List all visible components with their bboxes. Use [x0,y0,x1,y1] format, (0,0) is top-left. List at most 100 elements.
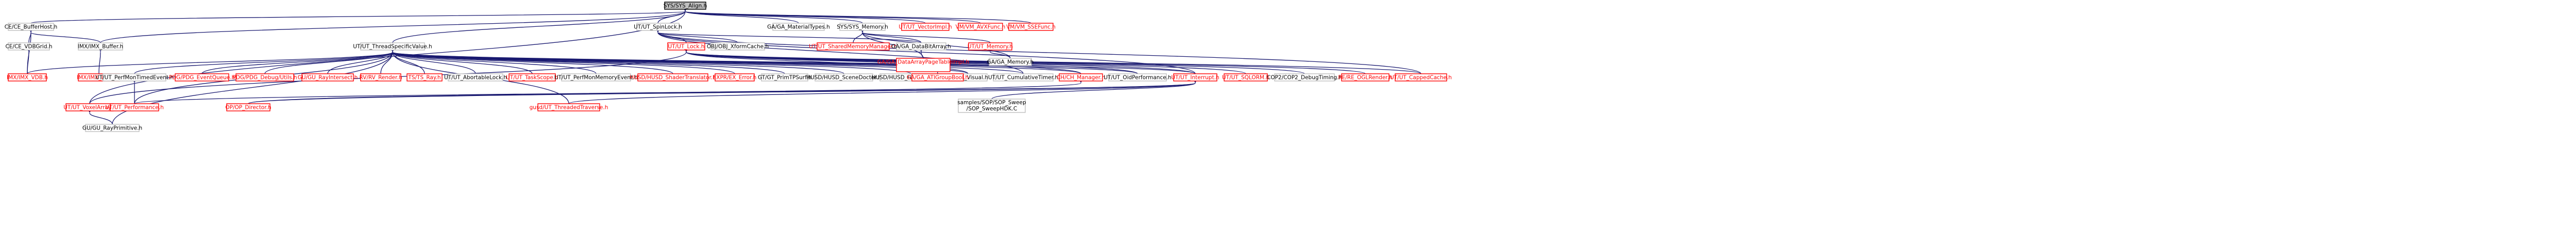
node-label: GA/GA_DataBitArray.h [891,44,951,50]
node-label: IMX/IMX_VDB.h [7,75,48,81]
node-ga-ga-materialtypes-h[interactable]: GA/GA_MaterialTypes.h [767,23,830,31]
node-label: UT/UT_OidPerformance.h [1104,75,1171,81]
node-label: UT/UT_SpinLock.h [634,24,682,30]
edge-n9-n31 [853,28,865,43]
node-ga-ga-memory-h[interactable]: GA/GA_Memory.h [987,58,1034,66]
edge-n0-n8 [683,7,799,24]
node-ut-ut-taskscope-h[interactable]: UT/UT_TaskScope.h [506,73,558,82]
node-box [968,42,1012,51]
node-vm-vm-ssefunc-h[interactable]: VM/VM_SSEFunc.h [1006,23,1056,31]
node-ut-ut-perfmontimedevent-h[interactable]: UT/UT_PerfMonTimedEvent.h [95,73,174,82]
node-box [1274,73,1335,82]
node-label: UT/UT_AbortableLock.h [444,75,507,81]
node-ut-ut-cappedcache-h[interactable]: UT/UT_CappedCache.h [1390,73,1452,82]
node-box [715,73,755,82]
node-cop2-cop2-debugtiming-h[interactable]: COP2/COP2_DebugTiming.h [1267,73,1342,82]
node-obj-obj-xformcache-h[interactable]: OBJ/OBJ_XformCache.h [707,42,769,51]
node-ut-ut-sqlorm-h[interactable]: UT/UT_SQLORM.h [1222,73,1269,82]
edge-n6-n22 [391,48,673,74]
node-label: UT/UT_CappedCache.h [1390,75,1452,81]
node-ga-ga-databitarray-h[interactable]: GA/GA_DataBitArray.h [891,42,951,51]
node-vm-vm-avxfunc-h[interactable]: VM/VM_AVXFunc.h [956,23,1006,31]
node-ga-ga-dataarraypagetableimpl-h[interactable]: GA/GA_DataArrayPageTableImpl.h [877,58,969,72]
node-box [667,42,705,51]
node-box [911,73,964,82]
node-pdg-pdg-debug-utils-h[interactable]: PDG/PDG_Debug/Utils.h [232,73,297,82]
node-ut-ut-performance-h[interactable]: UT/UT_Performance.h [105,103,164,111]
node-ce-ce-vdbgrid-h[interactable]: CE/CE_VDBGrid.h [5,42,53,51]
node-imx-imx-buffer-h[interactable]: IMX/IMX_Buffer.h [78,42,123,51]
node-label: GA/GA_ATIGroupBool.h [907,75,969,81]
node-box [537,103,600,111]
node-label: TS/TS_Ray.h [408,75,440,81]
node-sys-sys-align-h[interactable]: SYS/SYS_Align.h [664,2,707,10]
node-box [815,73,873,82]
node-box [958,23,1003,31]
node-ut-ut-memory-h[interactable]: UT/UT_Memory.h [968,42,1013,51]
node-ut-ut-oidperformance-h[interactable]: UT/UT_OidPerformance.h [1104,73,1172,82]
node-label: EXPR/EX_Error.h [713,75,757,81]
node-sys-sys-memory-h[interactable]: SYS/SYS_Memory.h [837,23,888,31]
edge-n6-n13 [134,48,395,74]
node-re-re-oglrender-h[interactable]: RE/RE_OGLRender.h [1338,73,1393,82]
node-box [406,73,443,82]
node-label: UT/UT_Interrupt.h [1171,75,1219,81]
node-ut-ut-abortablelock-h[interactable]: UT/UT_AbortableLock.h [444,73,507,82]
node-ut-ut-perfmonmemoryevent-h[interactable]: UT/UT_PerfMonMemoryEvent.h [554,73,638,82]
node-label: HUSD/HUSD_SceneDoctor.h [806,75,882,81]
node-box [561,73,631,82]
edge-n9-n33 [860,28,924,59]
node-box [637,73,708,82]
edge-n30-n43 [684,48,1421,74]
node-ce-ce-bufferhost-h[interactable]: CE/CE_BufferHost.h [5,23,58,31]
node-box [664,2,706,10]
node-label: RV/RV_Render.h [359,75,402,81]
node-imx-imx-vdb-h[interactable]: IMX/IMX_VDB.h [7,73,48,82]
node-box [636,23,680,31]
node-box [817,42,890,51]
node-gusd-ut-threadedtraverse-h[interactable]: gusd/UT_ThreadedTraverse.h [530,103,608,111]
node-ut-ut-threadspecificvalue-h[interactable]: UT/UT_ThreadSpecificValue.h [353,42,432,51]
node-box [1173,73,1217,82]
edge-n7-n29 [656,28,738,43]
node-gu-gu-rayprimitive-h[interactable]: GU/GU_RayPrimitive.h [82,124,142,132]
node-label: GT/GT_PrimTPSurf.h [758,75,811,81]
node-box [993,73,1054,82]
node-label: UT/UT_CumulativeTimer.h [988,75,1058,81]
node-ut-ut-sharedmemorymanager-h[interactable]: UT/UT_SharedMemoryManager.h [809,42,897,51]
node-ut-ut-vectorimpl-h[interactable]: UT/UT_VectorImpl.h [899,23,952,31]
node-ut-ut-spinlock-h[interactable]: UT/UT_SpinLock.h [634,23,682,31]
node-label: HUSD/HUSD_ShaderTranslator.h [630,75,716,81]
node-label: IMX/IMX_Buffer.h [78,44,123,50]
node-ga-ga-atigroupbool-h[interactable]: GA/GA_ATIGroupBool.h [907,73,969,82]
node-label: UT/UT_VoxelArray.h [63,105,116,111]
node-box [1108,73,1167,82]
node-ts-ts-ray-h[interactable]: TS/TS_Ray.h [406,73,443,82]
node-husd-husd-scenedoctor-h[interactable]: HUSD/HUSD_SceneDoctor.h [806,73,882,82]
node-husd-husd-shadertranslator-h[interactable]: HUSD/HUSD_ShaderTranslator.h [630,73,716,82]
node-ut-ut-lock-h[interactable]: UT/UT_Lock.h [667,42,705,51]
node-box [301,73,354,82]
node-rv-rv-render-h[interactable]: RV/RV_Render.h [359,73,402,82]
node-expr-ex-error-h[interactable]: EXPR/EX_Error.h [713,73,757,82]
node-ch-ch-manager-h[interactable]: CH/CH_Manager.h [1057,73,1105,82]
node-box [896,42,946,51]
node-label: COP2/COP2_DebugTiming.h [1267,75,1342,81]
node-ut-ut-voxelarray-h[interactable]: UT/UT_VoxelArray.h [63,103,116,111]
node-box [85,124,140,132]
node-gt-gt-primtpsurf-h[interactable]: GT/GT_PrimTPSurf.h [758,73,811,82]
node-label: SYS/SYS_Align.h [664,3,707,9]
node-box [901,23,950,31]
node-samples-sop-sop-sweep-sop-sweephdk-c[interactable]: samples/SOP/SOP_Sweep/SOP_SweepHDK.C [957,99,1026,113]
node-gu-gu-rayintersect-h[interactable]: GU/GU_RayIntersect.h [298,73,358,82]
edge-n2-n4 [27,48,31,74]
node-op-op-director-h[interactable]: OP/OP_Director.h [225,103,272,111]
node-label: PDG/PDG_Debug/Utils.h [232,75,297,81]
node-pdg-pdg-eventqueue-h[interactable]: PDG/PDG_EventQueue.h [169,73,235,82]
edge-n6-n15 [264,48,395,74]
node-box [1059,73,1103,82]
node-ut-ut-interrupt-h[interactable]: UT/UT_Interrupt.h [1171,73,1219,82]
edge-n6-n19 [391,48,476,74]
node-ut-ut-cumulativetimer-h[interactable]: UT/UT_CumulativeTimer.h [988,73,1058,82]
node-label: UT/UT_SharedMemoryManager.h [809,44,897,50]
